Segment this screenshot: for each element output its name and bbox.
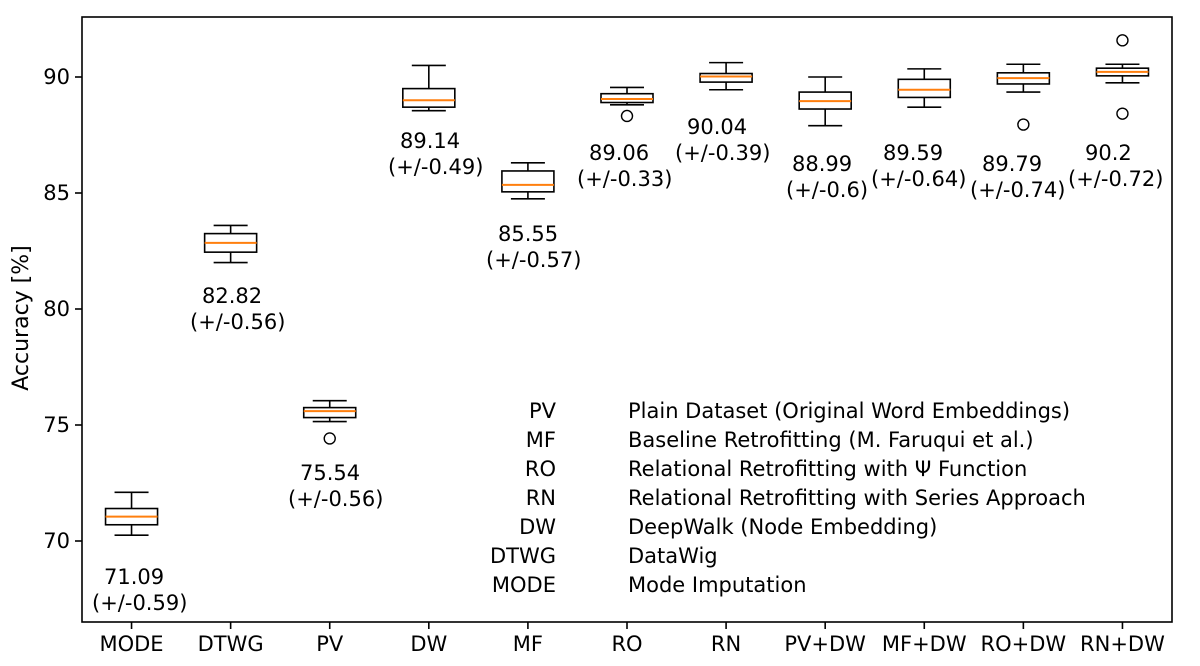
x-tick-label-rn: RN [711, 632, 741, 656]
annotation-label: (+/-0.33) [577, 167, 672, 191]
legend-key-dtwg: DTWG [490, 544, 556, 568]
legend-desc-dtwg: DataWig [628, 544, 718, 568]
annotation-label: 90.2 [1085, 141, 1132, 165]
x-tick-label-ro-plus-dw: RO+DW [981, 632, 1067, 656]
x-tick-label-dtwg: DTWG [198, 632, 264, 656]
x-tick-label-dw: DW [410, 632, 447, 656]
legend-key-dw: DW [519, 515, 556, 539]
legend-desc-mf: Baseline Retrofitting (M. Faruqui et al.… [628, 428, 1034, 452]
annotation-label: 89.14 [400, 129, 460, 153]
x-tick-label-mf: MF [513, 632, 543, 656]
legend-desc-dw: DeepWalk (Node Embedding) [628, 515, 937, 539]
annotation-label: (+/-0.56) [190, 310, 285, 334]
box-rect [897, 78, 952, 99]
annotation-label: (+/-0.64) [871, 167, 966, 191]
legend-key-mode: MODE [492, 573, 556, 597]
legend-key-rn: RN [526, 486, 556, 510]
annotation-label: 75.54 [300, 461, 360, 485]
box-pv-plus-dw [798, 76, 852, 127]
box-rect [699, 72, 753, 83]
annotation-label: (+/-0.56) [288, 487, 383, 511]
y-axis-ticks: 70 75 80 85 90 [43, 65, 82, 553]
annotation-label: 89.59 [883, 141, 943, 165]
box-ro [600, 86, 654, 123]
box-rn [699, 61, 753, 91]
annotation-label: 89.79 [982, 152, 1042, 176]
x-tick-label-pv-plus-dw: PV+DW [784, 632, 866, 656]
x-tick-label-ro: RO [611, 632, 642, 656]
box-mode [104, 491, 159, 537]
box-rect [402, 87, 456, 108]
box-dtwg [203, 224, 258, 264]
outlier-marker [620, 109, 634, 123]
x-tick-label-pv: PV [316, 632, 344, 656]
annotation-label: 71.09 [104, 565, 164, 589]
y-tick-label: 75 [43, 413, 70, 437]
box-ro-plus-dw [996, 63, 1051, 131]
annotation-label: 90.04 [687, 115, 747, 139]
annotation-label: 82.82 [202, 284, 262, 308]
outlier-marker [323, 432, 336, 445]
box-dw [402, 64, 456, 112]
box-rect [302, 406, 357, 419]
legend-desc-ro: Relational Retrofitting with Ψ Function [628, 457, 1027, 481]
y-axis-label: Accuracy [%] [9, 245, 34, 391]
value-annotations: 71.09(+/-0.59)82.82(+/-0.56)75.54(+/-0.5… [92, 115, 1163, 615]
legend-desc-rn: Relational Retrofitting with Series Appr… [628, 486, 1086, 510]
annotation-label: (+/-0.6) [786, 178, 868, 202]
box-rect [501, 170, 555, 193]
box-mf-plus-dw [897, 68, 952, 108]
annotation-label: (+/-0.57) [486, 248, 581, 272]
annotation-label: (+/-0.59) [92, 591, 187, 615]
x-tick-label-mode: MODE [99, 632, 163, 656]
box-pv [302, 399, 357, 445]
y-tick-label: 70 [43, 529, 70, 553]
x-axis-ticks: MODE DTWG PV DW MF RO RN PV+DW MF+DW RO+DW RN+DW [99, 622, 1165, 656]
y-tick-label: 80 [43, 297, 70, 321]
annotation-label: 85.55 [498, 222, 558, 246]
y-tick-label: 90 [43, 65, 70, 89]
legend-key-mf: MF [526, 428, 556, 452]
legend-block: PV Plain Dataset (Original Word Embedding… [490, 399, 1086, 597]
annotation-label: (+/-0.72) [1068, 167, 1163, 191]
annotation-label: (+/-0.39) [675, 141, 770, 165]
outlier-marker [1116, 34, 1129, 47]
legend-desc-mode: Mode Imputation [628, 573, 807, 597]
legend-key-ro: RO [525, 457, 556, 481]
box-rn-plus-dw [1095, 34, 1150, 120]
outlier-marker [1116, 107, 1129, 120]
x-tick-label-rn-plus-dw: RN+DW [1080, 632, 1165, 656]
y-tick-label: 85 [43, 181, 70, 205]
annotation-label: (+/-0.74) [970, 178, 1065, 202]
annotation-label: 88.99 [792, 152, 852, 176]
box-plot-series [104, 34, 1150, 537]
legend-key-pv: PV [529, 399, 557, 423]
x-tick-label-mf-plus-dw: MF+DW [882, 632, 967, 656]
outlier-marker [1017, 118, 1030, 131]
annotation-label: 89.06 [589, 141, 649, 165]
annotation-label: (+/-0.49) [388, 155, 483, 179]
box-mf [501, 162, 555, 200]
legend-desc-pv: Plain Dataset (Original Word Embeddings) [628, 399, 1070, 423]
